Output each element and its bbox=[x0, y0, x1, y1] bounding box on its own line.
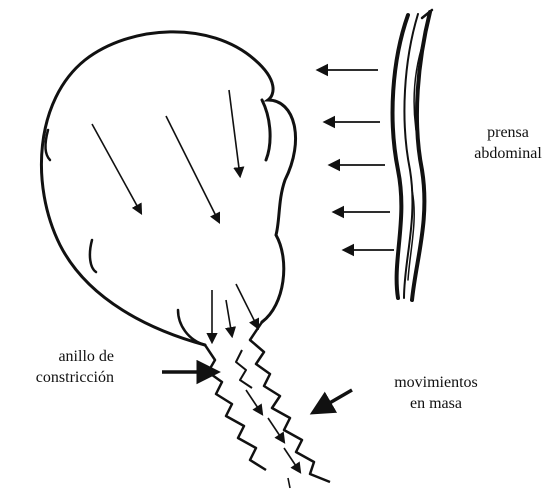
label-movimientos-en-masa: movimientos en masa bbox=[370, 372, 502, 414]
organ-left-fold bbox=[46, 130, 50, 160]
label-movimientos-line1: movimientos bbox=[370, 372, 502, 393]
organ-lower-fold bbox=[90, 240, 96, 272]
tube-inner-wall bbox=[236, 350, 252, 388]
internal-arrow-2 bbox=[166, 116, 219, 222]
label-movimientos-line2: en masa bbox=[370, 393, 502, 414]
internal-arrow-3 bbox=[229, 90, 240, 176]
label-prensa-abdominal: prensa abdominal bbox=[462, 122, 554, 164]
tube-tail-stroke bbox=[288, 478, 290, 488]
tube-arrow-1 bbox=[246, 390, 262, 414]
label-anillo-line2: constricción bbox=[14, 367, 114, 388]
mass-movement-arrow bbox=[314, 390, 352, 412]
abdominal-wall-inner bbox=[412, 12, 430, 300]
organ-outline bbox=[41, 32, 295, 345]
label-prensa-line2: abdominal bbox=[462, 143, 554, 164]
internal-arrow-5 bbox=[226, 300, 232, 336]
internal-arrow-6 bbox=[236, 284, 258, 328]
label-anillo-constriccion: anillo de constricción bbox=[14, 346, 114, 388]
internal-arrow-1 bbox=[92, 124, 141, 213]
organ-inner-fold bbox=[262, 100, 270, 160]
abdominal-wall-outer bbox=[393, 15, 408, 298]
label-anillo-line1: anillo de bbox=[14, 346, 114, 367]
label-prensa-line1: prensa bbox=[462, 122, 554, 143]
tube-arrow-2 bbox=[268, 418, 284, 442]
